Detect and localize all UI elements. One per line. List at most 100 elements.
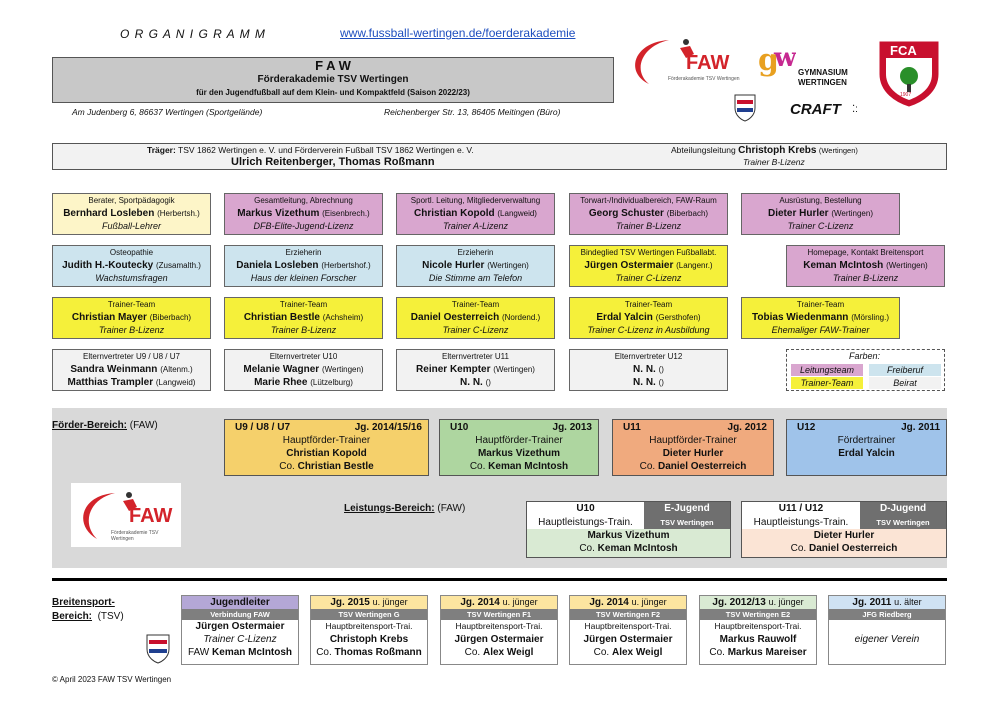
trainer-box: Trainer-Team Tobias Wiedenmann (Mörsling… xyxy=(741,297,900,339)
staff-role: Erzieherin xyxy=(457,248,494,257)
legend-title: Farben: xyxy=(849,351,881,361)
staff-name: Tobias Wiedenmann (Mörsling.) xyxy=(752,312,889,323)
legend-leitung: Leitungsteam xyxy=(791,364,863,376)
gym-line2: WERTINGEN xyxy=(798,78,847,87)
gymnasium-logo: g w GYMNASIUM WERTINGEN xyxy=(756,40,866,92)
rep-name: N. N. () xyxy=(633,364,664,375)
staff-sub: Trainer C-Lizenz xyxy=(442,325,509,335)
fca-text: FCA xyxy=(890,43,917,58)
staff-role: Erzieherin xyxy=(285,248,322,257)
gym-line1: GYMNASIUM xyxy=(798,68,848,77)
faw-description: für den Jugendfußball auf dem Klein- und… xyxy=(196,88,470,97)
faw-logo-caption: Förderakademie TSV Wertingen xyxy=(111,530,159,542)
staff-name: Daniela Losleben (Herbertshof.) xyxy=(236,260,371,271)
breiten-box: Jg. 2014 u. jünger TSV Wertingen F2 Haup… xyxy=(569,595,687,665)
staff-name: Christian Mayer (Biberbach) xyxy=(71,312,192,323)
faw-header-box: F A W Förderakademie TSV Wertingen für d… xyxy=(52,57,614,103)
staff-name: Christian Kopold (Langweid) xyxy=(414,208,537,219)
leistung-box: U11 / U12 D-Jugend Hauptleistungs-Train.… xyxy=(741,501,947,558)
staff-box: Bindeglied TSV Wertingen Fußballabt. Jür… xyxy=(569,245,728,287)
staff-sub: Ehemaliger FAW-Trainer xyxy=(771,325,870,335)
rep-role: Elternvertreter U11 xyxy=(442,352,509,361)
staff-box: Homepage, Kontakt Breitensport Keman McI… xyxy=(786,245,945,287)
staff-sub: Trainer B-Lizenz xyxy=(270,325,337,335)
staff-sub: Trainer A-Lizenz xyxy=(442,221,509,231)
staff-sub: Trainer C-Lizenz in Ausbildung xyxy=(587,325,710,335)
abt-sub: Trainer B-Lizenz xyxy=(743,157,805,167)
staff-sub: DFB-Elite-Jugend-Lizenz xyxy=(253,221,354,231)
traeger-label: Träger: xyxy=(147,145,176,155)
faw-logo-caption: Förderakademie TSV Wertingen xyxy=(668,76,740,82)
staff-sub: Trainer C-Lizenz xyxy=(615,273,682,283)
staff-sub: Trainer C-Lizenz xyxy=(787,221,854,231)
breiten-box: Jg. 2012/13 u. jünger TSV Wertingen E2 H… xyxy=(699,595,817,665)
parent-rep-box: Elternvertreter U9 / U8 / U7 Sandra Wein… xyxy=(52,349,211,391)
staff-name: Dieter Hurler (Wertingen) xyxy=(767,208,873,219)
legend-beirat: Beirat xyxy=(869,377,941,389)
svg-text:w: w xyxy=(773,43,796,73)
staff-box: Ausrüstung, Bestellung Dieter Hurler (We… xyxy=(741,193,900,235)
trainer-box: Trainer-Team Daniel Oesterreich (Nordend… xyxy=(396,297,555,339)
faw-logo-text: FAW xyxy=(686,52,730,74)
craft-dots-icon: ⁚: xyxy=(852,104,858,115)
gw-logo-icon: g w xyxy=(758,43,797,78)
staff-role: Trainer-Team xyxy=(624,300,673,309)
staff-role: Gesamtleitung, Abrechnung xyxy=(254,196,353,205)
rep-name: Reiner Kempter (Wertingen) xyxy=(416,364,535,375)
legend-freiberuf: Freiberuf xyxy=(869,364,941,376)
rep-name: Melanie Wagner (Wertingen) xyxy=(243,364,364,375)
staff-box: Berater, Sportpädagogik Bernhard Loslebe… xyxy=(52,193,211,235)
faw-swoosh-icon xyxy=(635,39,694,84)
abteilungsleitung-line: Abteilungsleitung Christoph Krebs (Werti… xyxy=(671,145,858,156)
staff-role: Ausrüstung, Bestellung xyxy=(779,196,862,205)
traeger-line: Träger: TSV 1862 Wertingen e. V. und För… xyxy=(147,145,474,155)
rep-role: Elternvertreter U10 xyxy=(269,352,338,361)
wertingen-crest-icon xyxy=(146,634,170,664)
staff-name: Georg Schuster (Biberbach) xyxy=(588,208,709,219)
breiten-box: Jugendleiter Verbindung FAW Jürgen Oster… xyxy=(181,595,299,665)
leistung-label: Leistungs-Bereich: (FAW) xyxy=(344,503,466,514)
staff-sub: Trainer B-Lizenz xyxy=(832,273,899,283)
staff-sub: Haus der kleinen Forscher xyxy=(250,273,357,283)
staff-sub: Trainer B-Lizenz xyxy=(615,221,682,231)
trainer-box: Trainer-Team Christian Bestle (Achsheim)… xyxy=(224,297,383,339)
staff-name: Markus Vizethum (Eisenbrech.) xyxy=(237,208,370,219)
craft-logo: CRAFT xyxy=(790,101,841,118)
address-right: Reichenberger Str. 13, 86405 Meitingen (… xyxy=(384,107,561,117)
staff-role: Homepage, Kontakt Breitensport xyxy=(807,248,924,257)
website-link[interactable]: www.fussball-wertingen.de/foerderakademi… xyxy=(340,26,576,40)
trainer-box: Trainer-Team Erdal Yalcin (Gersthofen) T… xyxy=(569,297,728,339)
staff-sub: Die Stimme am Telefon xyxy=(428,273,523,283)
abt-label: Abteilungsleitung xyxy=(671,145,736,155)
staff-role: Berater, Sportpädagogik xyxy=(88,196,175,205)
rep-name: Sandra Weinmann (Altenm.) xyxy=(70,364,193,375)
svg-text:g: g xyxy=(758,43,779,78)
color-legend: Farben: Leitungsteam Freiberuf Trainer-T… xyxy=(786,349,945,391)
traeger-text: TSV 1862 Wertingen e. V. und Förderverei… xyxy=(178,145,474,155)
staff-name: Keman McIntosh (Wertingen) xyxy=(803,260,928,271)
rep-role: Elternvertreter U12 xyxy=(614,352,683,361)
staff-box: Erzieherin Daniela Losleben (Herbertshof… xyxy=(224,245,383,287)
fca-logo: FCA 1907 xyxy=(878,40,940,108)
leistung-box: U10 E-Jugend Hauptleistungs-Train. TSV W… xyxy=(526,501,731,558)
traeger-box: Träger: TSV 1862 Wertingen e. V. und För… xyxy=(52,143,947,170)
rep-name: N. N. () xyxy=(460,377,491,388)
staff-role: Trainer-Team xyxy=(451,300,500,309)
foerder-label: Förder-Bereich: (FAW) xyxy=(52,420,158,431)
staff-box: Sportl. Leitung, Mitgliederverwaltung Ch… xyxy=(396,193,555,235)
staff-role: Trainer-Team xyxy=(107,300,156,309)
rep-name: Marie Rhee (Lützelburg) xyxy=(254,377,353,388)
wertingen-crest-icon xyxy=(734,94,756,122)
fca-crest-icon xyxy=(879,41,939,107)
staff-box: Erzieherin Nicole Hurler (Wertingen) Die… xyxy=(396,245,555,287)
staff-name: Daniel Oesterreich (Nordend.) xyxy=(410,312,541,323)
rep-role: Elternvertreter U9 / U8 / U7 xyxy=(83,352,180,361)
staff-sub: Trainer B-Lizenz xyxy=(98,325,165,335)
staff-role: Trainer-Team xyxy=(796,300,845,309)
staff-name: Erdal Yalcin (Gersthofen) xyxy=(596,312,701,323)
staff-role: Trainer-Team xyxy=(279,300,328,309)
faw-logo-large: FAW Förderakademie TSV Wertingen xyxy=(71,483,181,547)
